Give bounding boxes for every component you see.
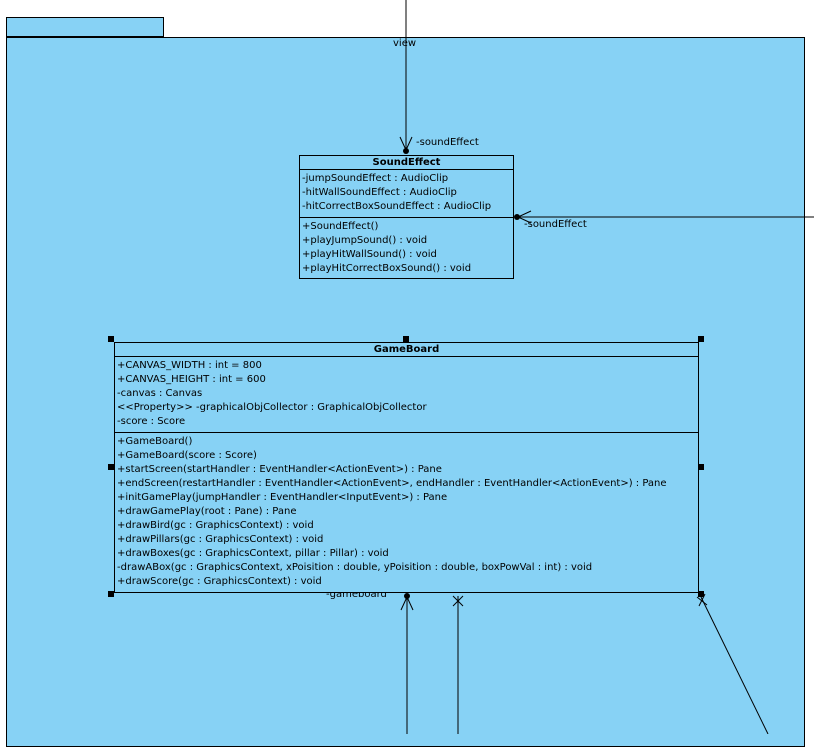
selection-handle-bottom-left[interactable] (108, 591, 114, 597)
role-label-gameboard: -gameboard (326, 589, 387, 600)
selection-handle-bottom-right[interactable] (698, 591, 704, 597)
operation: +playHitWallSound() : void (302, 249, 437, 260)
role-label-soundeffect-top: -soundEffect (416, 137, 479, 148)
attribute: -jumpSoundEffect : AudioClip (302, 173, 449, 184)
attribute: -canvas : Canvas (117, 388, 203, 399)
role-label-soundeffect-right: -soundEffect (524, 219, 587, 230)
operation: +drawPillars(gc : GraphicsContext) : voi… (117, 534, 324, 545)
selection-handle-middle-right[interactable] (698, 464, 704, 470)
endpoint-dot-top-soundeffect (403, 148, 409, 154)
x-mark-b (452, 595, 464, 607)
attribute: +CANVAS_WIDTH : int = 800 (117, 360, 262, 371)
package-name: view (393, 38, 417, 49)
attribute: -hitWallSoundEffect : AudioClip (302, 187, 457, 198)
selection-handle-top-right[interactable] (698, 336, 704, 342)
endpoint-dot-bottom-gameboard (404, 593, 410, 599)
operation: +drawBird(gc : GraphicsContext) : void (117, 520, 314, 531)
class-name: SoundEffect (300, 156, 513, 170)
operation: +drawGamePlay(root : Pane) : Pane (117, 506, 297, 517)
operations-compartment: +GameBoard() +GameBoard(score : Score) +… (115, 432, 698, 592)
package-tab (6, 17, 164, 37)
attributes-compartment: -jumpSoundEffect : AudioClip -hitWallSou… (300, 170, 513, 217)
attribute: +CANVAS_HEIGHT : int = 600 (117, 374, 266, 385)
attribute: -score : Score (117, 416, 186, 427)
operation: +SoundEffect() (302, 221, 379, 232)
operation: -drawABox(gc : GraphicsContext, xPoisiti… (117, 562, 593, 573)
operation: +GameBoard(score : Score) (117, 450, 257, 461)
diagonal-x-mark-b (698, 593, 706, 607)
selection-handle-top-center[interactable] (403, 336, 409, 342)
attribute: -hitCorrectBoxSoundEffect : AudioClip (302, 201, 492, 212)
attribute: <<Property>> -graphicalObjCollector : Gr… (117, 402, 427, 413)
operation: +endScreen(restartHandler : EventHandler… (117, 478, 667, 489)
operation: +initGamePlay(jumpHandler : EventHandler… (117, 492, 448, 503)
endpoint-dot-right-soundeffect (514, 214, 520, 220)
selection-handle-middle-left[interactable] (108, 464, 114, 470)
operation: +drawBoxes(gc : GraphicsContext, pillar … (117, 548, 389, 559)
class-name: GameBoard (115, 343, 698, 357)
operation: +drawScore(gc : GraphicsContext) : void (117, 576, 322, 587)
operation: +GameBoard() (117, 436, 193, 447)
operation: +playJumpSound() : void (302, 235, 428, 246)
operation: +playHitCorrectBoxSound() : void (302, 263, 472, 274)
selection-handle-top-left[interactable] (108, 336, 114, 342)
operation: +startScreen(startHandler : EventHandler… (117, 464, 442, 475)
class-gameboard[interactable]: GameBoard +CANVAS_WIDTH : int = 800 +CAN… (114, 342, 699, 593)
attributes-compartment: +CANVAS_WIDTH : int = 800 +CANVAS_HEIGHT… (115, 357, 698, 432)
edge-diagonal-gameboard (700, 596, 769, 734)
class-soundeffect[interactable]: SoundEffect -jumpSoundEffect : AudioClip… (299, 155, 514, 279)
operations-compartment: +SoundEffect() +playJumpSound() : void +… (300, 217, 513, 279)
